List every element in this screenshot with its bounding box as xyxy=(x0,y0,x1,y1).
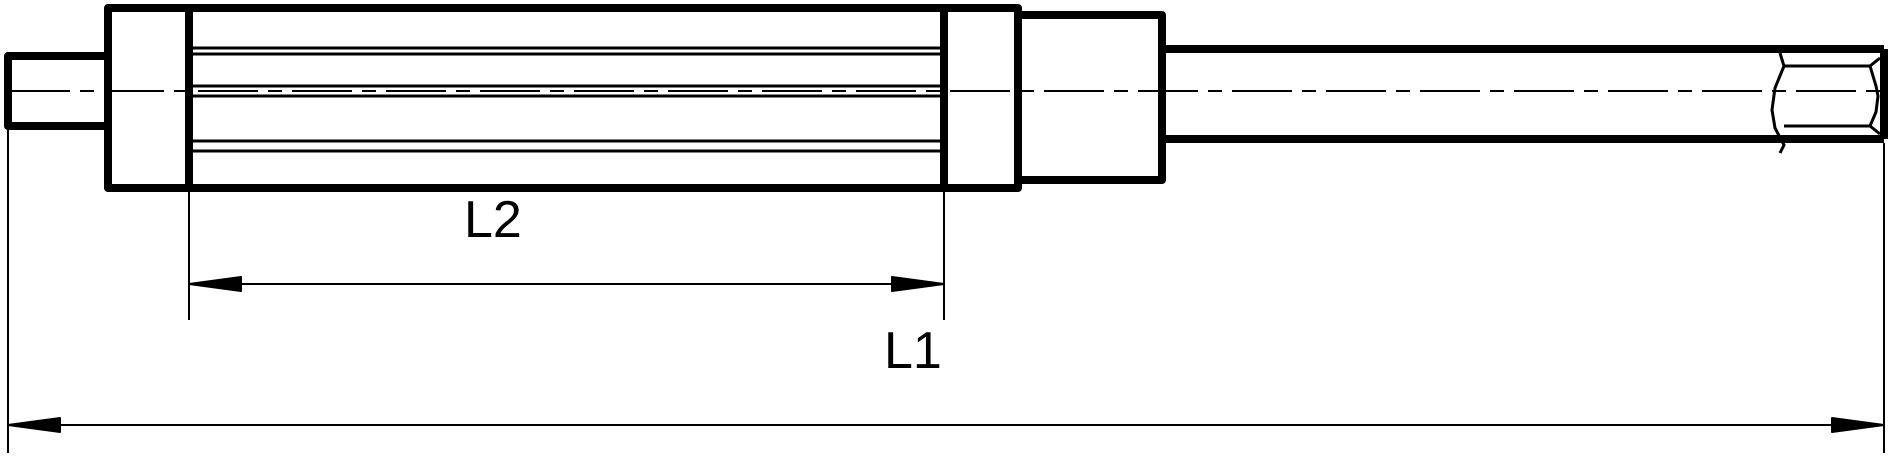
square-drive-end xyxy=(1770,52,1881,154)
l1-arrow-left xyxy=(7,417,61,433)
cutting-body xyxy=(104,4,1022,192)
l2-label: L2 xyxy=(464,191,522,249)
dimension-l2: L2 xyxy=(188,191,945,292)
l2-arrow-left xyxy=(188,276,242,292)
extension-lines xyxy=(7,130,1885,453)
flute-lines xyxy=(193,46,940,153)
l1-label: L1 xyxy=(884,322,942,380)
collar-block xyxy=(1014,11,1166,184)
l2-arrow-right xyxy=(891,276,945,292)
dimension-l1: L1 xyxy=(7,322,1885,433)
shank xyxy=(1162,45,1888,143)
l1-arrow-right xyxy=(1831,417,1885,433)
